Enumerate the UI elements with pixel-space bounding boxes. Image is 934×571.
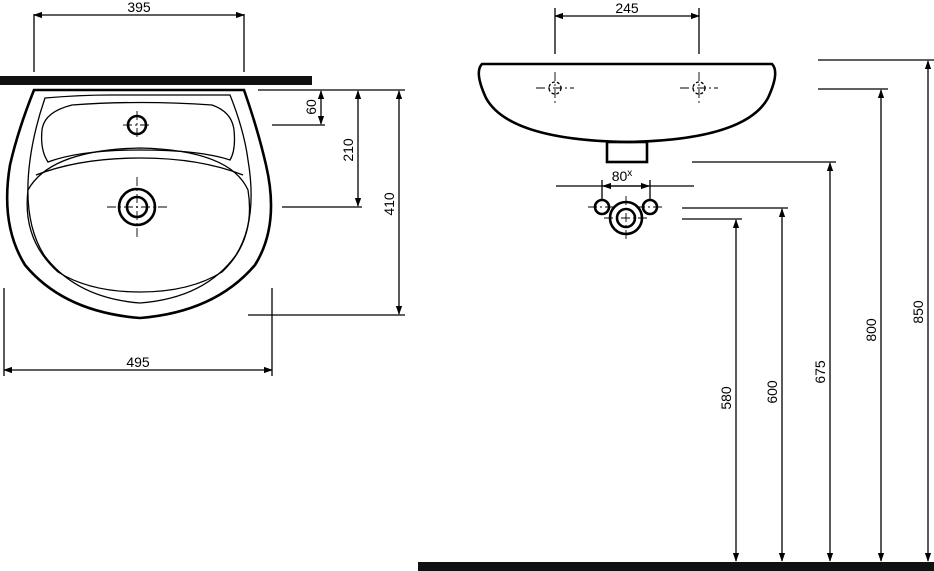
front-view: 245 80x 580	[418, 0, 934, 571]
bowl-lower-contour	[35, 157, 244, 176]
tap-right-icon	[680, 72, 718, 104]
dim-395: 395	[127, 0, 151, 15]
dim-210: 210	[340, 138, 356, 162]
dim-80-marker: x	[627, 168, 632, 179]
dim-80-value: 80	[612, 168, 628, 184]
wall-bar	[0, 76, 312, 85]
dim-245: 245	[615, 0, 639, 16]
floor-bar	[418, 562, 934, 571]
bowl-outline	[26, 147, 251, 293]
waste-pipe-icon	[604, 196, 648, 240]
dim-800: 800	[863, 318, 879, 342]
tap-left-icon	[536, 72, 574, 104]
drain-icon	[107, 177, 167, 237]
dim-850: 850	[910, 300, 926, 324]
supply-left-icon	[588, 198, 616, 216]
dim-60: 60	[303, 99, 319, 115]
dim-600: 600	[764, 380, 780, 404]
tap-deck-outline	[40, 101, 236, 163]
supply-right-icon	[636, 198, 664, 216]
basin-front-outline	[477, 62, 777, 144]
waste-outlet	[605, 140, 649, 164]
top-view: 395 60 210 410 495	[0, 0, 405, 376]
dim-495: 495	[126, 354, 150, 370]
basin-rim-outline	[27, 94, 252, 304]
dim-675: 675	[812, 360, 828, 384]
tap-hole-icon	[123, 111, 151, 139]
dim-580: 580	[718, 386, 734, 410]
basin-outer-outline	[5, 88, 273, 320]
dim-410: 410	[381, 192, 397, 216]
dim-80: 80x	[612, 168, 633, 184]
